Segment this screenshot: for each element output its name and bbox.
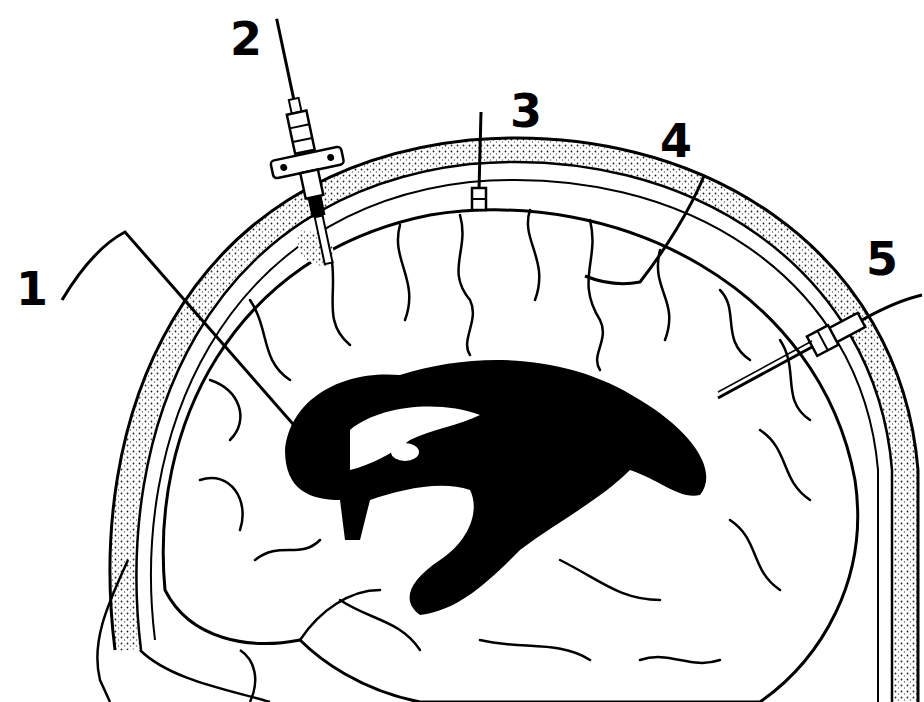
callout-number: 1 [16, 266, 48, 312]
lateral-catheter [718, 295, 922, 398]
subdural-screw [472, 112, 486, 210]
ventricular-catheter [62, 232, 320, 455]
skull-outer [110, 138, 918, 702]
ventricles [285, 360, 706, 615]
callout-number: 4 [660, 118, 692, 164]
skull-bone [123, 150, 905, 702]
corpus-callosum-gap [350, 407, 480, 470]
massa-intermedia [391, 443, 419, 461]
brain-outline [163, 210, 857, 702]
brain-gyri [200, 210, 810, 663]
dura-line [151, 180, 878, 702]
callout-number: 5 [866, 236, 898, 282]
callout-number: 3 [510, 88, 542, 134]
skull-inner [136, 162, 892, 702]
callout-number: 2 [230, 16, 262, 62]
epidural-sensor [585, 176, 704, 284]
